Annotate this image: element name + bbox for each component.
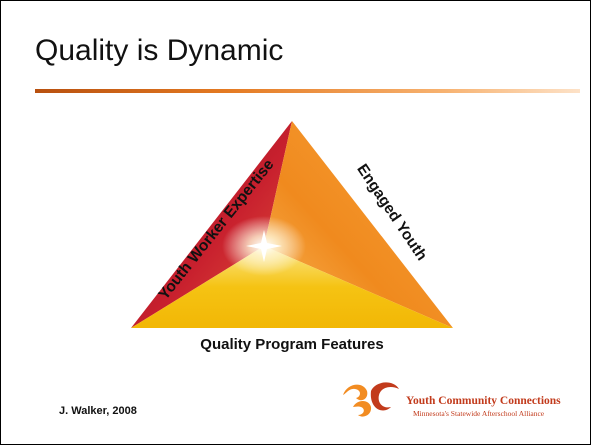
author-credit: J. Walker, 2008 (59, 405, 137, 417)
engaged-youth-face (264, 121, 453, 328)
logo-name: Youth Community Connections (406, 395, 561, 407)
logo-tagline: Minnesota's Statewide Afterschool Allian… (413, 409, 545, 418)
quality-program-features-face (131, 246, 453, 328)
youth-worker-expertise-face (131, 121, 292, 328)
youth-community-connections-logo-icon (343, 382, 399, 417)
bottom-face-label: Quality Program Features (200, 336, 383, 353)
center-sparkle (246, 230, 282, 262)
title-divider (35, 89, 580, 93)
slide-title: Quality is Dynamic (35, 34, 284, 67)
